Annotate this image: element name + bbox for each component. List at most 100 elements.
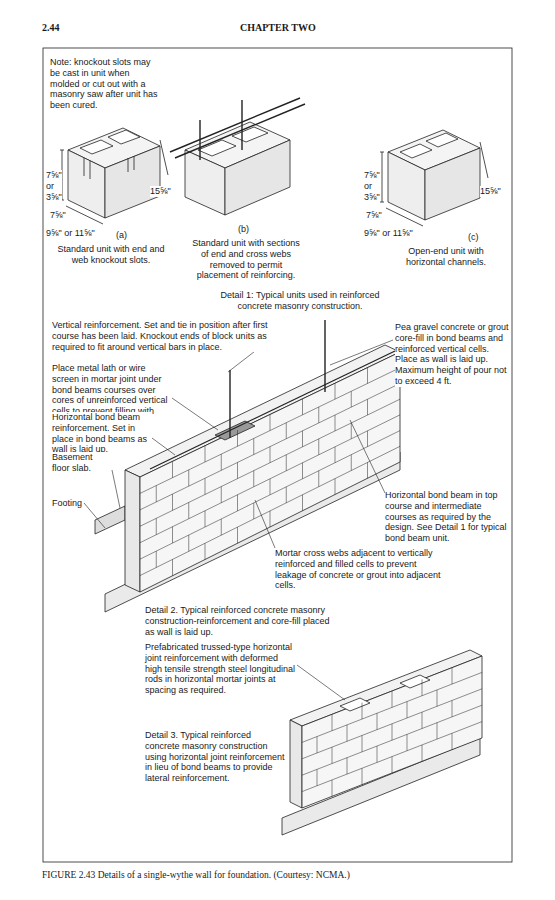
mortar-joint <box>351 455 352 471</box>
mortar-joint <box>237 462 238 478</box>
note-text: Note: knockout slots may be cast in unit… <box>50 57 158 111</box>
mortar-joint <box>140 368 400 494</box>
page-number: 2.44 <box>42 22 60 34</box>
mortar-joint <box>407 734 408 750</box>
callout-note: Footing <box>52 498 82 509</box>
mortar-joint <box>335 383 336 399</box>
dimension: 7⅝" <box>50 210 66 221</box>
dimension: 7⅝" or 3⅝" <box>364 170 380 202</box>
callout-note: Horizontal bond beam in top course and i… <box>385 490 507 544</box>
dimension: 7⅝" <box>366 210 382 221</box>
mortar-joint <box>140 383 400 509</box>
mortar-joint <box>156 486 157 502</box>
dimension: 15⅝" <box>150 186 171 197</box>
mortar-joint <box>302 722 482 792</box>
mortar-joint <box>367 368 368 384</box>
mortar-joint <box>172 527 173 543</box>
mortar-joint <box>332 714 333 730</box>
joint-reinforced-wall-detail-3 <box>282 650 482 835</box>
mortar-joint <box>270 511 271 527</box>
mortar-joint <box>437 723 438 739</box>
mortar-joint <box>286 455 287 471</box>
mortar-joint <box>270 447 271 463</box>
mortar-joint <box>335 447 336 463</box>
mortar-joint <box>335 415 336 431</box>
mortar-joint <box>270 479 271 495</box>
mortar-joint <box>188 470 189 486</box>
mortar-joint <box>140 415 400 543</box>
mortar-joint <box>362 768 363 784</box>
mortar-joint <box>286 423 287 439</box>
mortar-joint <box>172 494 173 510</box>
mortar-joint <box>302 399 303 415</box>
mortar-joint <box>270 415 271 431</box>
mortar-joint <box>302 463 303 479</box>
mortar-joint <box>318 407 319 423</box>
block-unit-c <box>380 130 488 226</box>
mortar-joint <box>335 479 336 495</box>
detail-title: Detail 3. Typical reinforced concrete ma… <box>145 730 285 784</box>
mortar-joint <box>392 724 393 740</box>
mortar-joint <box>422 712 423 728</box>
mortar-joint <box>347 725 348 741</box>
mortar-joint <box>437 690 438 706</box>
unit-description: Standard unit with sections of end and c… <box>190 238 302 281</box>
callout-letter: (c) <box>468 232 479 243</box>
mortar-joint <box>377 713 378 729</box>
callout-note: Pea gravel concrete or grout core-fill i… <box>395 322 510 387</box>
mortar-joint <box>317 737 318 753</box>
callout-note: Mortar cross webs adjacent to vertically… <box>275 548 445 591</box>
mortar-joint <box>452 733 453 749</box>
mortar-joints <box>140 368 482 797</box>
mortar-joint <box>237 495 238 511</box>
mortar-joint <box>205 543 206 559</box>
mortar-joint <box>140 399 400 526</box>
mortar-joint <box>332 747 333 763</box>
detail-title: Detail 2. Typical reinforced concrete ma… <box>145 605 335 637</box>
mortar-joint <box>367 431 368 447</box>
dimension: 9⅝" or 11⅝" <box>46 228 116 239</box>
dimension: 15⅝" <box>480 186 501 197</box>
mortar-joint <box>253 503 254 519</box>
mortar-joint <box>205 446 206 462</box>
dimension: 7⅝" or 3⅝" <box>46 170 62 202</box>
mortar-joint <box>392 757 393 773</box>
mortar-joint <box>422 679 423 695</box>
mortar-joint <box>237 430 238 446</box>
mortar-joint <box>362 735 363 751</box>
mortar-joint <box>302 431 303 447</box>
dimension: 9⅝" or 11⅝" <box>364 228 422 239</box>
running-head: CHAPTER TWO <box>240 22 316 34</box>
mortar-joint <box>205 478 206 494</box>
block-unit-a <box>60 128 168 224</box>
mortar-joint <box>172 461 173 477</box>
mortar-joint <box>351 423 352 439</box>
figure-caption: FIGURE 2.43 Details of a single-wythe wa… <box>42 870 512 881</box>
mortar-joint <box>392 691 393 707</box>
mortar-joint <box>302 705 482 775</box>
mortar-joint <box>286 487 287 503</box>
mortar-joint <box>188 535 189 551</box>
mortar-joint <box>221 487 222 503</box>
mortar-joint <box>221 519 222 535</box>
mortar-joint <box>452 668 453 684</box>
mortar-joint <box>156 518 157 534</box>
mortar-joint <box>351 391 352 407</box>
callout-note: Basement floor slab. <box>52 452 110 474</box>
mortar-joint <box>422 745 423 761</box>
callout-note: Prefabricated trussed-type horizontal jo… <box>145 642 297 696</box>
mortar-joint <box>253 471 254 487</box>
mortar-joint <box>188 502 189 518</box>
figure-frame <box>43 48 512 862</box>
mortar-joint <box>221 454 222 470</box>
mortar-joint <box>362 703 363 719</box>
mortar-joint <box>302 689 482 759</box>
mortar-joint <box>318 439 319 455</box>
callout-note: Horizontal bond beam reinforcement. Set … <box>52 412 152 455</box>
callout-note: Vertical reinforcement. Set and tie in p… <box>52 320 272 352</box>
mortar-joint <box>237 527 238 543</box>
mortar-joint <box>205 511 206 527</box>
mortar-joint <box>347 758 348 774</box>
mortar-joint <box>302 495 303 511</box>
mortar-joint <box>140 431 400 560</box>
